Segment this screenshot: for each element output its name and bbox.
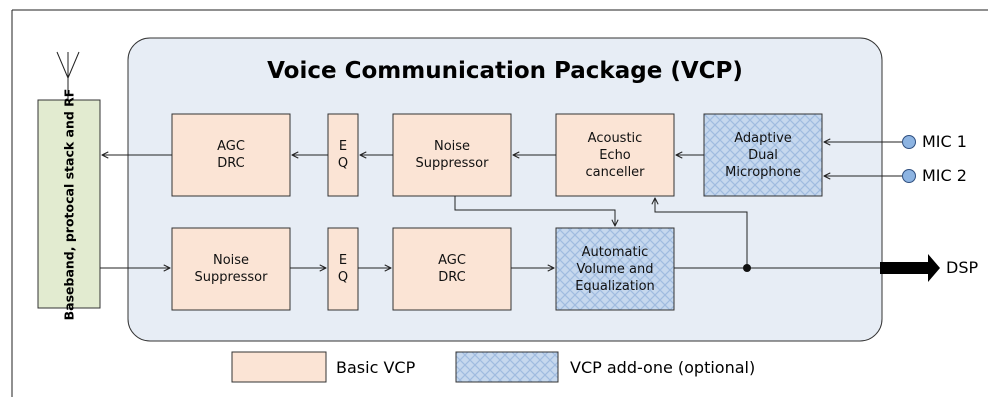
junction-dot [743,264,751,272]
legend-basic-label: Basic VCP [336,358,416,377]
dsp-label: DSP [946,258,979,277]
adaptive-dual-microphone-block [703,113,823,197]
diagram-title: Voice Communication Package (VCP) [267,58,743,84]
mic2-icon [902,169,916,183]
noise-suppressor-top-block [392,113,512,197]
eq-top-block [327,113,359,197]
automatic-volume-equalization-block [555,227,675,311]
legend-addon-swatch [455,351,559,383]
agc-drc-top-block [171,113,291,197]
antenna-icon [56,51,80,100]
mic1-icon [902,135,916,149]
dsp-output-arrow [880,254,940,282]
agc-drc-bottom-block [392,227,512,311]
legend-addon-label: VCP add-one (optional) [570,358,756,377]
mic1-label: MIC 1 [922,132,967,151]
legend-basic-swatch [231,351,327,383]
baseband-box [37,99,101,309]
echo-reference-arrow [655,198,748,268]
noise-suppressor-bottom-block [171,227,291,311]
eq-bottom-block [327,227,359,311]
ns-to-avq-reference-arrow [454,196,615,226]
mic2-label: MIC 2 [922,166,967,185]
acoustic-echo-canceller-block [555,113,675,197]
